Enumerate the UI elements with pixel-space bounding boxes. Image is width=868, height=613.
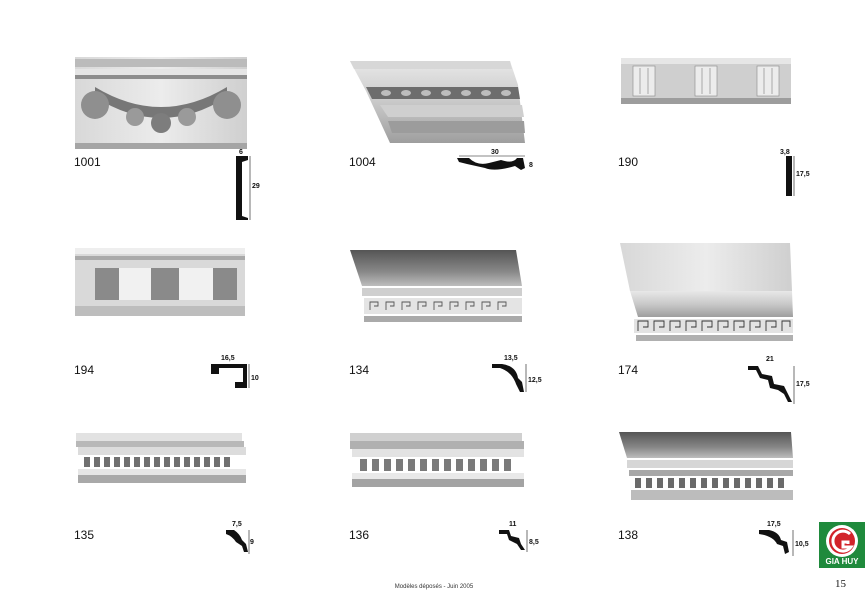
dim-height: 12,5: [528, 377, 542, 384]
dim-height: 10: [251, 375, 259, 382]
profile-diagram-136: 11 8,5: [499, 521, 539, 552]
product-code: 138: [618, 528, 639, 542]
product-code: 134: [349, 363, 370, 377]
logo-text: GIA HUY: [825, 557, 859, 566]
dim-width: 21: [766, 356, 774, 363]
dim-height: 17,5: [796, 381, 810, 388]
dim-height: 8: [529, 162, 533, 169]
cornice-photo-136: [350, 433, 524, 487]
dim-width: 16,5: [221, 355, 235, 362]
dim-width: 11: [509, 521, 517, 528]
dim-height: 9: [250, 539, 254, 546]
dim-width: 6: [239, 149, 243, 156]
profile-diagram-1004: 30 8: [457, 149, 533, 170]
cornice-photo-1001: [75, 57, 247, 149]
dim-width: 3,8: [780, 149, 790, 156]
cornice-photo-134: [350, 250, 522, 322]
cornice-photo-138: [619, 432, 793, 500]
page-number: 15: [835, 578, 846, 590]
profile-diagram-134: 13,5 12,5: [492, 355, 542, 392]
dim-height: 17,5: [796, 171, 810, 178]
cornice-photo-190: [621, 58, 791, 104]
footer-note: Modèles déposés - Juin 2005: [394, 584, 474, 590]
dim-width: 30: [491, 149, 499, 156]
dim-width: 13,5: [504, 355, 518, 362]
dim-height: 8,5: [529, 539, 539, 546]
product-code: 174: [618, 363, 639, 377]
profile-diagram-1001: 6 29: [236, 149, 260, 220]
product-code: 194: [74, 363, 95, 377]
dim-width: 17,5: [767, 521, 781, 528]
gia-huy-logo: GIA HUY: [819, 522, 865, 568]
profile-diagram-138: 17,5 10,5: [759, 521, 809, 556]
dim-width: 7,5: [232, 521, 242, 528]
product-code: 136: [349, 528, 370, 542]
dim-height: 10,5: [795, 541, 809, 548]
profile-diagram-194: 16,5 10: [211, 355, 259, 388]
profile-diagram-174: 21 17,5: [748, 356, 810, 404]
cornice-photo-174: [620, 243, 793, 341]
cornice-photo-135: [76, 433, 246, 483]
dim-height: 29: [252, 183, 260, 190]
product-code: 1001: [74, 155, 101, 169]
cornice-photo-1004: [350, 61, 525, 143]
profile-diagram-190: 3,8 17,5: [780, 149, 810, 196]
cornice-photo-194: [75, 248, 245, 316]
profile-diagram-135: 7,5 9: [226, 521, 254, 554]
product-code: 1004: [349, 155, 376, 169]
product-code: 135: [74, 528, 95, 542]
product-code: 190: [618, 155, 639, 169]
